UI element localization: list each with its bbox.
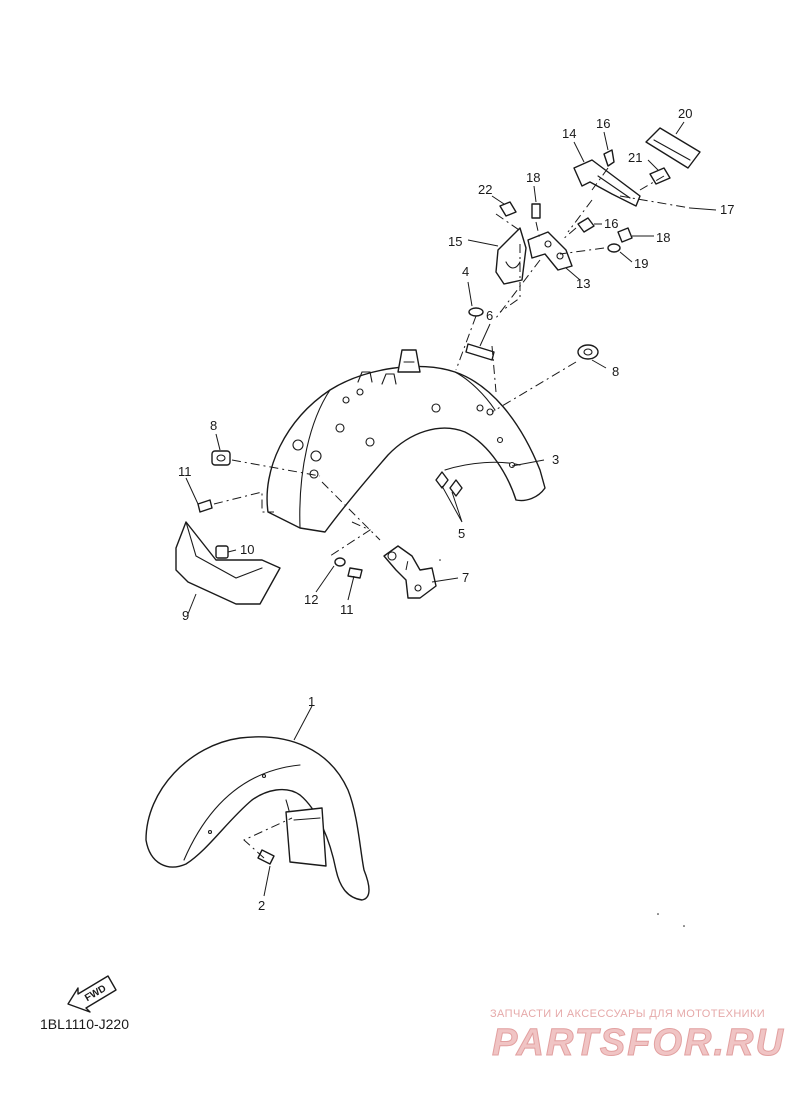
washer-19 bbox=[607, 243, 621, 253]
callout-4: 4 bbox=[462, 264, 469, 279]
license-light bbox=[645, 127, 701, 169]
callout-8-right: 8 bbox=[612, 364, 619, 379]
callout-22: 22 bbox=[478, 182, 492, 197]
diagram-code: 1BL1110-J220 bbox=[40, 1016, 129, 1032]
callout-2: 2 bbox=[258, 898, 265, 913]
callout-20: 20 bbox=[678, 106, 692, 121]
callout-6: 6 bbox=[486, 308, 493, 323]
callout-11-right: 11 bbox=[340, 602, 354, 617]
callout-16-lower: 16 bbox=[604, 216, 618, 231]
bolt-16-lower bbox=[577, 217, 595, 233]
lamp-nut bbox=[649, 167, 671, 185]
collar-22 bbox=[499, 201, 517, 217]
callout-14: 14 bbox=[562, 126, 576, 141]
flap-clip bbox=[215, 545, 229, 559]
washer-12 bbox=[334, 557, 346, 567]
callout-21: 21 bbox=[628, 150, 642, 165]
callout-15: 15 bbox=[448, 234, 462, 249]
callout-18-upper: 18 bbox=[526, 170, 540, 185]
bolt-11-left bbox=[197, 499, 213, 513]
callout-3: 3 bbox=[552, 452, 559, 467]
rear-fender bbox=[266, 349, 546, 533]
front-fender-bolt bbox=[257, 849, 275, 865]
callout-9: 9 bbox=[182, 608, 189, 623]
license-plate-bracket bbox=[573, 159, 641, 207]
grommet-8-left bbox=[211, 450, 231, 466]
assembly-lines bbox=[213, 167, 691, 859]
callout-17: 17 bbox=[720, 202, 734, 217]
fwd-arrow-icon: FWD bbox=[67, 975, 117, 1013]
callout-12: 12 bbox=[304, 592, 318, 607]
callout-16-upper: 16 bbox=[596, 116, 610, 131]
fender-side-bracket bbox=[383, 545, 437, 599]
washer-4 bbox=[468, 307, 484, 317]
callout-11-left: 11 bbox=[178, 464, 192, 479]
bracket-cover bbox=[495, 227, 527, 285]
callout-10: 10 bbox=[240, 542, 254, 557]
watermark-tagline: ЗАПЧАСТИ И АКСЕССУАРЫ ДЛЯ МОТОТЕХНИКИ bbox=[490, 1008, 766, 1020]
callout-5: 5 bbox=[458, 526, 465, 541]
callout-19: 19 bbox=[634, 256, 648, 271]
callout-13: 13 bbox=[576, 276, 590, 291]
callout-labels: 1 2 3 4 5 6 7 8 8 9 10 11 11 12 13 14 15… bbox=[178, 106, 734, 913]
bolt-18-upper bbox=[531, 203, 541, 219]
tail-light-bracket bbox=[527, 231, 573, 271]
callout-7: 7 bbox=[462, 570, 469, 585]
leader-lines bbox=[185, 121, 717, 897]
bolt-16-upper bbox=[603, 149, 615, 167]
bolt-18-lower bbox=[617, 227, 633, 243]
damper-6 bbox=[465, 343, 495, 361]
grommet-8-right bbox=[577, 344, 599, 360]
front-fender bbox=[145, 736, 370, 901]
watermark-logo: PARTSFOR.RU bbox=[492, 1022, 785, 1065]
callout-18-lower: 18 bbox=[656, 230, 670, 245]
bolt-11-right bbox=[347, 567, 363, 579]
callout-8-left: 8 bbox=[210, 418, 217, 433]
callout-1: 1 bbox=[308, 694, 315, 709]
damper-5 bbox=[435, 471, 463, 497]
rear-flap bbox=[175, 521, 281, 605]
